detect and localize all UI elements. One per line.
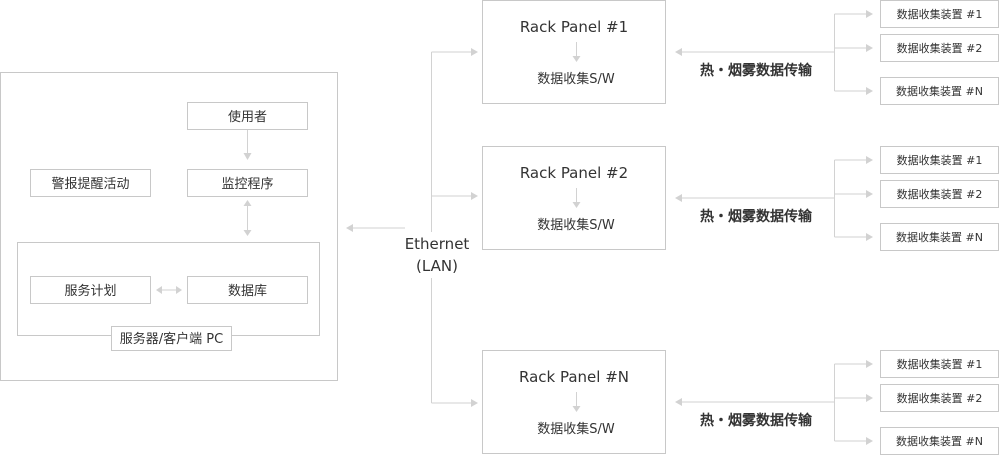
device-label: 数据收集装置 #N [896, 230, 983, 244]
device-label: 数据收集装置 #2 [897, 187, 983, 201]
rack-panel-group: Rack Panel #1 数据收集S/W 热・烟雾数据传输 数据收集装置 #1 数据收… [482, 0, 999, 105]
rack-panel-group: Rack Panel #2 数据收集S/W 热・烟雾数据传输 数据收集装置 #1 数据收… [482, 146, 999, 251]
server-label-box [111, 326, 232, 351]
bus-to-rackN-arrowhead [471, 399, 478, 407]
device-label: 数据收集装置 #1 [897, 153, 983, 167]
alarm-label: 警报提醒活动 [51, 176, 129, 192]
device-label: 数据收集装置 #N [896, 434, 983, 448]
rack-sw-label: 数据收集S/W [537, 421, 615, 437]
monitor-box [187, 169, 308, 197]
rack-panel-title: Rack Panel #2 [520, 164, 628, 182]
rack-internal-arrowhead [572, 56, 581, 62]
user-to-monitor-arrowhead [243, 153, 252, 160]
device-box [880, 146, 999, 174]
service-plan-label: 服务计划 [64, 283, 116, 299]
user-box [187, 102, 308, 130]
service-database-arrowhead-left [156, 286, 162, 294]
service-plan-box [30, 276, 151, 304]
bus-to-rack1-arrowhead [471, 48, 478, 56]
device-box [880, 384, 999, 412]
transfer-arrowhead [675, 398, 682, 406]
device-branch-arrowhead [866, 10, 873, 18]
server-label: 服务器/客户端 PC [120, 331, 223, 347]
device-branch-arrowhead [866, 437, 873, 445]
device-branch-arrowhead [866, 87, 873, 95]
transfer-label: 热・烟雾数据传输 [700, 62, 813, 79]
transfer-arrowhead [675, 48, 682, 56]
bus-to-rack2-arrowhead [471, 192, 478, 200]
rack-panel-box [482, 350, 666, 454]
device-label: 数据收集装置 #N [896, 84, 983, 98]
rack-sw-label: 数据收集S/W [537, 71, 615, 87]
rack-internal-arrowhead [572, 406, 581, 412]
transfer-label: 热・烟雾数据传输 [700, 208, 813, 225]
device-branch-arrowhead [866, 190, 873, 198]
device-box [880, 180, 999, 208]
device-branch-arrowhead [866, 360, 873, 368]
rack-sw-label: 数据收集S/W [537, 217, 615, 233]
device-label: 数据收集装置 #2 [897, 391, 983, 405]
system-lan-arrowhead [346, 224, 353, 232]
service-database-arrowhead-right [176, 286, 182, 294]
rack-internal-arrowhead [572, 202, 581, 208]
rack-panel-title: Rack Panel #N [519, 368, 629, 386]
transfer-label: 热・烟雾数据传输 [700, 412, 813, 429]
device-branch-arrowhead [866, 394, 873, 402]
user-label: 使用者 [228, 109, 267, 125]
rack-panel-title: Rack Panel #1 [520, 18, 628, 36]
ethernet-label: Ethernet [405, 235, 470, 253]
device-box [880, 0, 999, 28]
device-box [880, 223, 999, 251]
device-label: 数据收集装置 #1 [897, 7, 983, 21]
device-branch-arrowhead [866, 44, 873, 52]
database-box [187, 276, 308, 304]
device-box [880, 350, 999, 378]
device-box [880, 34, 999, 62]
transfer-arrowhead [675, 194, 682, 202]
monitor-label: 监控程序 [221, 177, 273, 192]
device-label: 数据收集装置 #1 [897, 357, 983, 371]
rack-panel-box [482, 0, 666, 104]
device-label: 数据收集装置 #2 [897, 41, 983, 55]
monitor-server-arrowhead-up [243, 200, 252, 206]
monitor-server-arrowhead-down [243, 230, 252, 236]
rack-panel-group: Rack Panel #N 数据收集S/W 热・烟雾数据传输 数据收集装置 #1 数据收… [482, 350, 999, 455]
device-branch-arrowhead [866, 233, 873, 241]
device-branch-arrowhead [866, 156, 873, 164]
device-box [880, 77, 999, 105]
lan-label: (LAN) [416, 257, 458, 275]
rack-panel-box [482, 146, 666, 250]
alarm-box [30, 169, 151, 197]
database-label: 数据库 [228, 283, 267, 299]
